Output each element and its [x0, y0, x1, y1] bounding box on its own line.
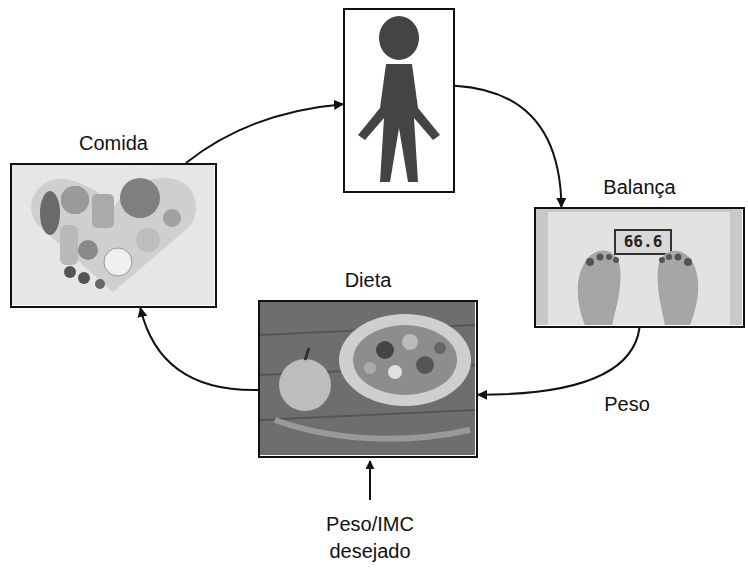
- input-arrow: [369, 461, 371, 500]
- input-label: Peso/IMC desejado: [314, 511, 426, 565]
- box-heading: Comida: [79, 131, 148, 155]
- food-box: Comida: [10, 163, 217, 308]
- diet-picture: [260, 302, 475, 455]
- box-heading: Balança: [603, 175, 675, 199]
- scale-box: Balança: [534, 207, 745, 328]
- person-box: [343, 8, 455, 193]
- person-figure: [358, 16, 440, 182]
- box-heading: Dieta: [345, 268, 392, 292]
- cycle-arrow: [455, 86, 561, 207]
- scale-picture: [536, 209, 742, 325]
- cycle-arrow: [186, 104, 343, 163]
- cycle-arrow: [140, 308, 258, 390]
- cycle-arrow: [478, 328, 640, 395]
- edge-label: Peso: [602, 391, 652, 418]
- food-picture: [12, 165, 214, 305]
- scale-reading: 66.6: [617, 232, 669, 252]
- diet-box: Dieta: [258, 300, 478, 458]
